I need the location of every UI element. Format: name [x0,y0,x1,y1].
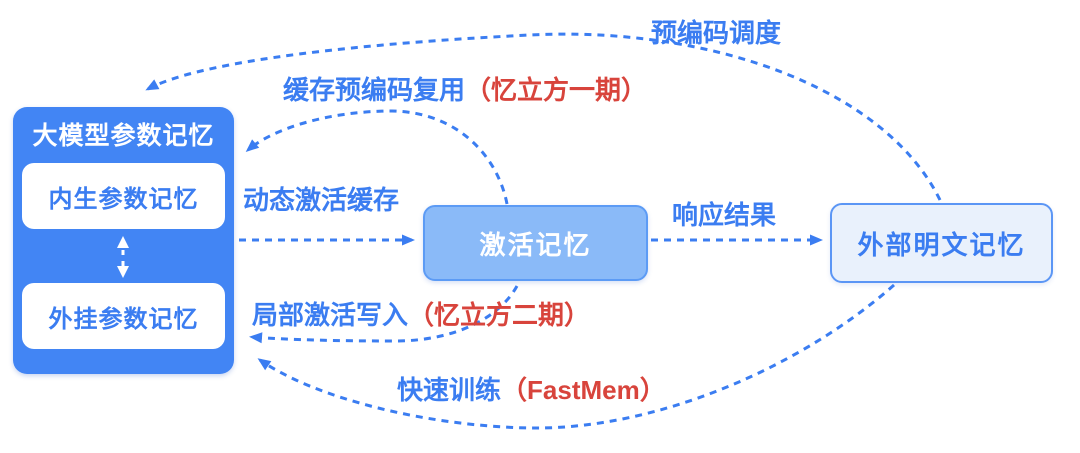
edge-precode-dispatch [145,32,942,201]
label-cache-reuse-main: 缓存预编码复用 [283,75,466,105]
label-fast-train-name: （FastMem） [501,375,666,405]
label-cache-reuse-phase: （忆立方一期） [465,75,648,105]
label-partial-write-phase: （忆立方二期） [408,300,591,330]
parametric-memory-title: 大模型参数记忆 [32,122,215,150]
parametric-memory-box: 大模型参数记忆 内生参数记忆 外挂参数记忆 [13,107,234,374]
label-cache-reuse: 缓存预编码复用（忆立方一期） [283,75,647,105]
label-precode-dispatch: 预编码调度 [650,18,781,48]
label-fast-train-main: 快速训练 [397,375,502,405]
label-dynamic-cache: 动态激活缓存 [243,185,400,215]
plugin-parametric-memory-box: 外挂参数记忆 [22,283,225,349]
plaintext-memory-box: 外部明文记忆 [830,203,1053,283]
label-partial-write: 局部激活写入（忆立方二期） [252,300,590,330]
label-fast-train: 快速训练（FastMem） [397,375,666,405]
activation-memory-box: 激活记忆 [423,205,648,281]
label-response-result: 响应结果 [672,200,777,230]
label-partial-write-main: 局部激活写入 [252,300,409,330]
endogenous-parametric-memory-box: 内生参数记忆 [22,163,225,229]
